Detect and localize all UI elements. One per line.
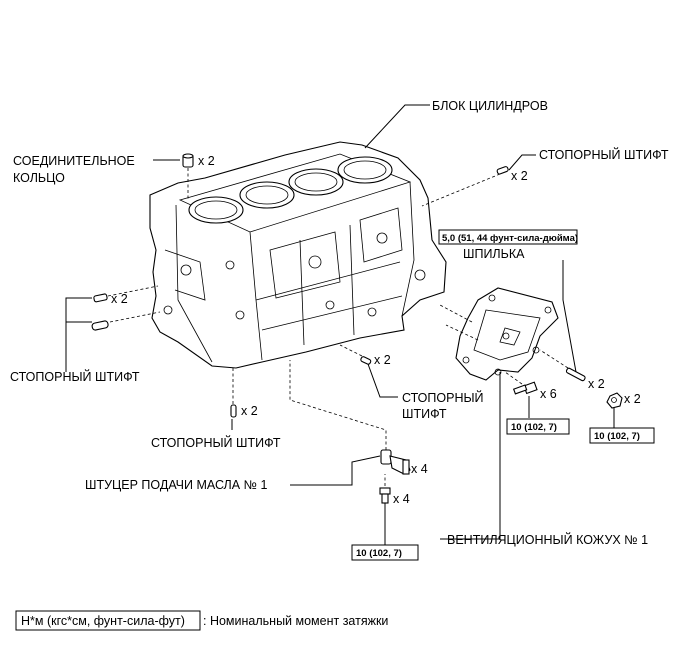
- label-dowel-pin-middle-line2: ШТИФТ: [402, 407, 447, 421]
- legend: Н*м (кгс*см, фунт-сила-фут) : Номинальны…: [15, 610, 388, 631]
- dowel-pin-middle-part: [360, 356, 372, 365]
- cylinder-block-illustration: [149, 141, 447, 369]
- qty-stud: x 2: [588, 377, 605, 391]
- qty-nut: x 2: [624, 392, 641, 406]
- qty-vent-bolt: x 6: [540, 387, 557, 401]
- qty-dowel-pin-top-right: x 2: [511, 169, 528, 183]
- ventilation-case-bolt-part: [512, 381, 538, 395]
- ventilation-case-part: [455, 287, 559, 381]
- torque-union-bolt-value: 10 (102, 7): [356, 548, 402, 559]
- qty-dowel-pin-left: x 2: [111, 292, 128, 306]
- stud-part: [565, 367, 586, 382]
- torque-box-nut: 10 (102, 7): [589, 427, 655, 444]
- connecting-ring-part: [182, 153, 194, 168]
- label-dowel-pin-left: СТОПОРНЫЙ ШТИФТ: [10, 369, 140, 384]
- dowel-pin-top-right-part: [496, 166, 509, 175]
- label-oil-union: ШТУЦЕР ПОДАЧИ МАСЛА № 1: [85, 478, 267, 492]
- torque-nut-value: 10 (102, 7): [594, 431, 640, 442]
- torque-vent-bolt-value: 10 (102, 7): [511, 422, 557, 433]
- label-dowel-pin-top-right: СТОПОРНЫЙ ШТИФТ: [539, 147, 669, 162]
- label-stud: ШПИЛЬКА: [463, 247, 525, 261]
- nut-part: [606, 392, 623, 409]
- oil-union-part: [380, 449, 411, 475]
- qty-dowel-pin-middle: x 2: [374, 353, 391, 367]
- label-dowel-pin-bottom: СТОПОРНЫЙ ШТИФТ: [151, 435, 281, 450]
- oil-union-bolt-part: [379, 487, 391, 504]
- torque-box-union-bolt: 10 (102, 7): [351, 544, 419, 561]
- legend-text: : Номинальный момент затяжки: [203, 614, 388, 628]
- qty-dowel-pin-bottom: x 2: [241, 404, 258, 418]
- qty-connecting-ring: x 2: [198, 154, 215, 168]
- torque-box-stud: 5,0 (51, 44 фунт-сила-дюйма): [438, 229, 578, 245]
- label-connecting-ring-line2: КОЛЬЦО: [13, 171, 65, 185]
- qty-oil-union-bolt: x 4: [393, 492, 410, 506]
- label-dowel-pin-middle-line1: СТОПОРНЫЙ: [402, 390, 484, 405]
- legend-unit: Н*м (кгс*см, фунт-сила-фут): [21, 614, 185, 628]
- dowel-pin-bottom-part: [230, 404, 237, 418]
- label-cylinder-block: БЛОК ЦИЛИНДРОВ: [432, 99, 548, 113]
- qty-oil-union: x 4: [411, 462, 428, 476]
- dowel-pin-left-part: [91, 293, 109, 331]
- torque-stud-value: 5,0 (51, 44 фунт-сила-дюйма): [442, 233, 578, 244]
- label-connecting-ring-line1: СОЕДИНИТЕЛЬНОЕ: [13, 154, 135, 168]
- label-ventilation-case: ВЕНТИЛЯЦИОННЫЙ КОЖУХ № 1: [447, 532, 648, 547]
- torque-box-vent-bolt: 10 (102, 7): [506, 418, 570, 435]
